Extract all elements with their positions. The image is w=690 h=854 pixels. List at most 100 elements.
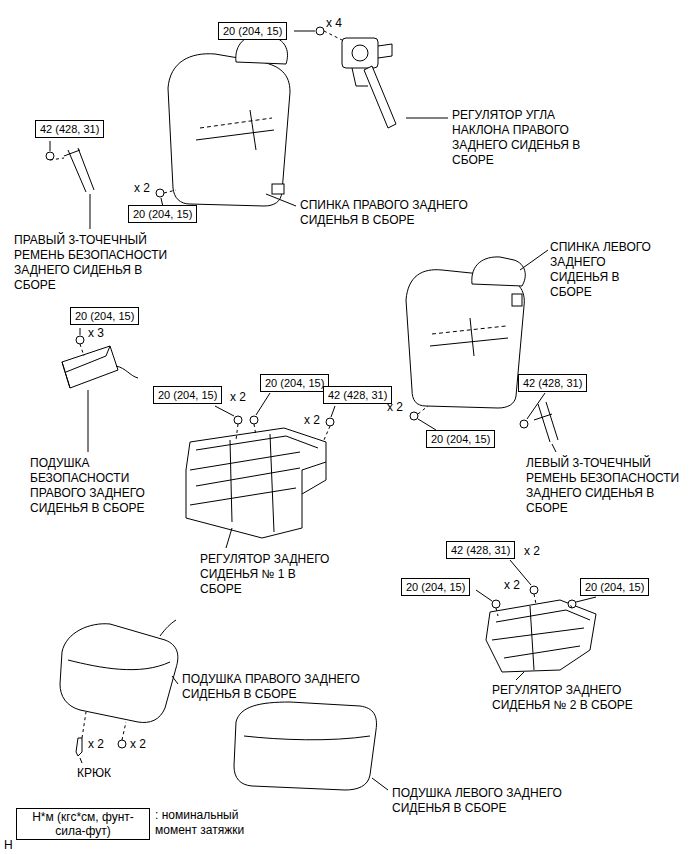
quantity-label: x 3 <box>88 326 104 341</box>
seat-adjuster-2 <box>486 600 596 672</box>
torque-value: 20 (204, 15) <box>223 24 282 38</box>
leader-line <box>516 672 524 680</box>
part-name: РЕГУЛЯТОР УГЛА НАКЛОНА ПРАВОГО ЗАДНЕГО С… <box>452 108 602 168</box>
left-seat-belt-anchor <box>538 402 558 442</box>
side-airbag <box>116 366 138 378</box>
seat-adjuster-1 <box>190 434 318 532</box>
part-name: ПОДУШКА БЕЗОПАСНОСТИ ПРАВОГО ЗАДНЕГО СИД… <box>30 456 155 516</box>
part-name: : номинальный момент затяжки <box>155 808 260 838</box>
torque-box: 20 (204, 15) <box>218 22 287 40</box>
leader-line <box>372 778 388 790</box>
seat-back-left <box>406 270 524 408</box>
seat-back-right <box>200 118 272 128</box>
part-name: ПОДУШКА ПРАВОГО ЗАДНЕГО СИДЕНЬЯ В СБОРЕ <box>182 672 382 702</box>
leader-line <box>406 118 448 119</box>
bolt-axis-line <box>50 158 64 160</box>
right-seat-belt-anchor <box>68 148 94 192</box>
torque-box: 42 (428, 31) <box>323 386 392 404</box>
torque-box: 20 (204, 15) <box>70 307 139 325</box>
quantity-label: x 2 <box>524 544 540 559</box>
part-name: РЕГУЛЯТОР ЗАДНЕГО СИДЕНЬЯ № 1 В СБОРЕ <box>200 552 340 597</box>
seat-back-right <box>250 110 256 150</box>
leader-line <box>80 758 82 763</box>
leader-line <box>552 444 556 452</box>
bolt <box>250 416 258 424</box>
leader-line <box>331 406 335 417</box>
seat-back-left <box>432 326 506 334</box>
bolt-axis-line <box>50 31 572 740</box>
seat-cushion-left <box>234 702 376 790</box>
recliner-mechanism <box>352 68 368 86</box>
quantity-label: x 2 <box>88 737 104 752</box>
quantity-label: КРЮК <box>77 766 111 781</box>
part-name: ПОДУШКА ЛЕВОГО ЗАДНЕГО СИДЕНЬЯ В СБОРЕ <box>392 786 592 816</box>
torque-value: 20 (204, 15) <box>265 376 324 390</box>
leader-line <box>476 590 492 601</box>
seat-back-right <box>196 130 274 140</box>
recliner-mechanism <box>378 44 392 58</box>
torque-value: 20 (204, 15) <box>431 432 490 446</box>
torque-value: 20 (204, 15) <box>585 580 644 594</box>
leader-line <box>226 528 232 548</box>
part-name: СПИНКА ЛЕВОГО ЗАДНЕГО СИДЕНЬЯ В СБОРЕ <box>550 240 655 300</box>
bolt <box>76 738 82 756</box>
leader-line <box>418 419 436 430</box>
bolt <box>410 412 418 420</box>
bolt <box>568 600 576 608</box>
seat-back-right <box>272 184 284 194</box>
bolt <box>492 600 500 608</box>
seat-adjuster-1 <box>302 462 326 494</box>
bolt <box>76 336 84 344</box>
torque-value: Н*м (кгс*см, фунт-сила-фут) <box>20 810 146 838</box>
quantity-label: x 2 <box>304 413 320 428</box>
bolt-axis-line <box>570 604 572 608</box>
side-airbag <box>62 346 138 388</box>
torque-box: 20 (204, 15) <box>260 374 329 392</box>
torque-box: 42 (428, 31) <box>35 120 104 138</box>
leader-line <box>215 406 234 416</box>
bolt <box>234 416 242 424</box>
seat-cushion-right <box>60 624 178 723</box>
right-seat-belt-anchor <box>64 148 94 192</box>
leader-line <box>256 393 270 415</box>
leader-line <box>266 194 296 206</box>
torque-value: 42 (428, 31) <box>328 388 387 402</box>
quantity-label: x 2 <box>504 578 520 593</box>
torque-value: 20 (204, 15) <box>133 207 192 221</box>
recliner-mechanism <box>342 38 396 128</box>
seat-cushion-left <box>234 702 376 790</box>
bolt <box>156 189 164 197</box>
torque-box: 20 (204, 15) <box>153 386 222 404</box>
seat-adjuster-1 <box>186 428 326 538</box>
seat-cushion-left <box>244 736 370 740</box>
quantity-label: x 2 <box>230 390 246 405</box>
part-name: ПРАВЫЙ 3-ТОЧЕЧНЫЙ РЕМЕНЬ БЕЗОПАСНОСТИ ЗА… <box>14 233 174 293</box>
bolt-axis-line <box>82 712 86 738</box>
quantity-label: x 4 <box>326 16 342 31</box>
leader-line <box>294 31 315 32</box>
torque-box: 20 (204, 15) <box>401 578 470 596</box>
seat-back-left <box>512 294 522 306</box>
leader-line <box>172 676 178 684</box>
bolt-axis-line <box>122 722 126 740</box>
bolt <box>520 420 528 428</box>
torque-value: 20 (204, 15) <box>406 580 465 594</box>
bolt <box>316 27 324 35</box>
seat-adjuster-1 <box>186 428 326 538</box>
bolt-axis-line <box>324 31 342 40</box>
bolt-axis-line <box>254 424 256 436</box>
figure-code: H <box>4 838 13 853</box>
recliner-mechanism <box>342 38 378 68</box>
torque-value: 20 (204, 15) <box>158 388 217 402</box>
seat-back-left <box>430 338 508 346</box>
quantity-label: x 2 <box>134 181 150 196</box>
leader-line <box>90 194 91 229</box>
seat-back-left <box>472 257 525 286</box>
bolt <box>326 418 334 426</box>
torque-value: 20 (204, 15) <box>75 309 134 323</box>
bolt <box>118 740 126 748</box>
recliner-mechanism <box>352 45 368 61</box>
leader-line <box>520 250 548 270</box>
legend-box: Н*м (кгс*см, фунт-сила-фут) <box>16 808 150 840</box>
